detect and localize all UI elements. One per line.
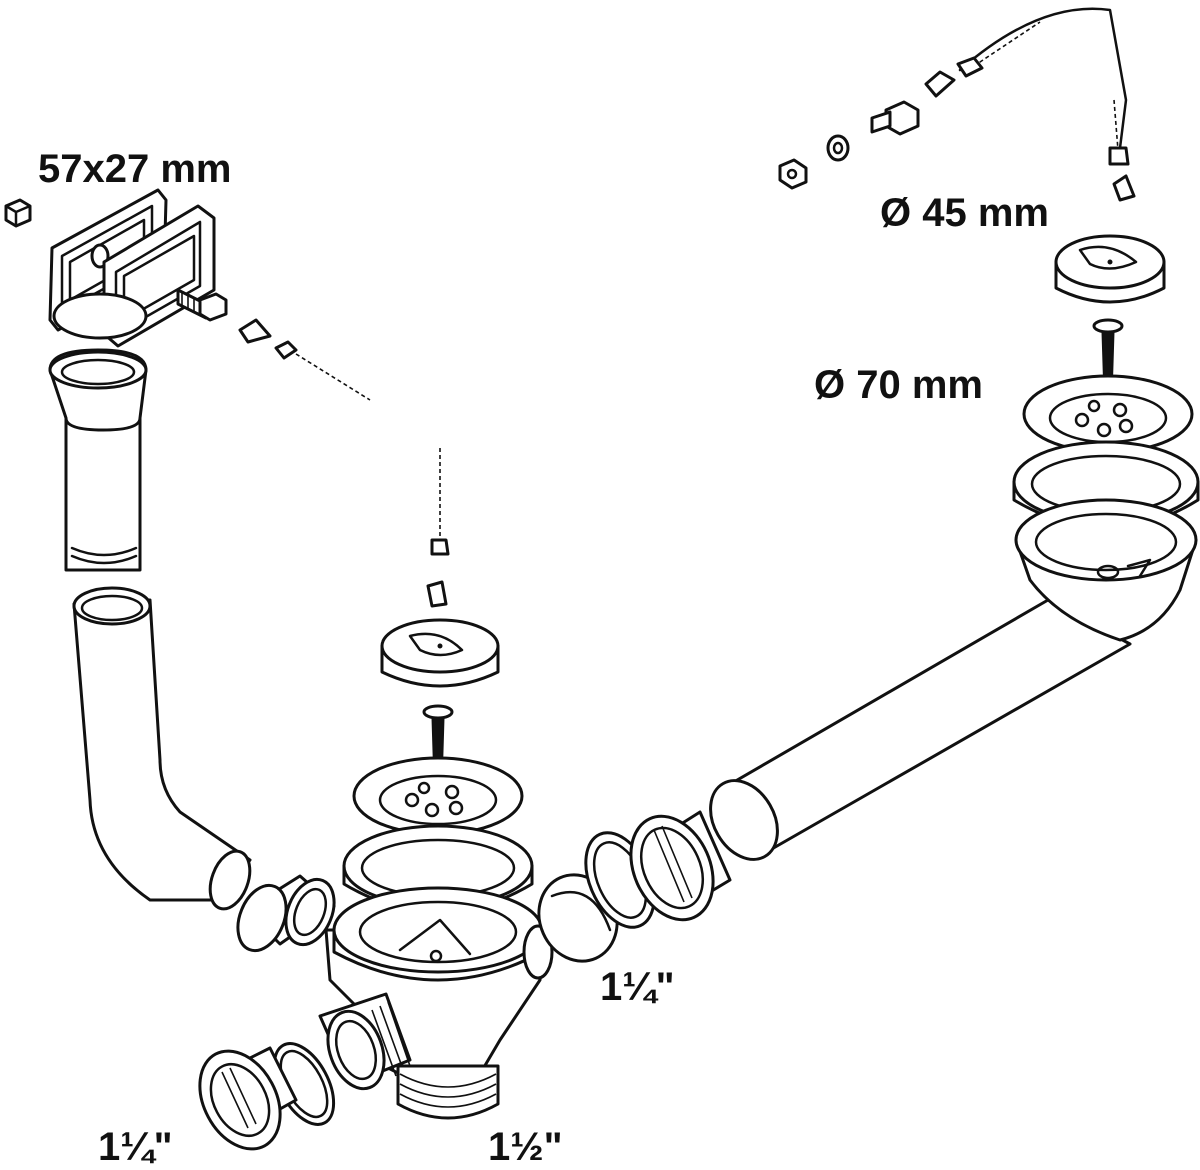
nut-icon	[198, 1046, 298, 1151]
main-outlet-label: 1½"	[488, 1125, 563, 1165]
nut-icon	[629, 810, 732, 922]
coupler-icon	[236, 874, 336, 953]
overflow-size-label: 57x27 mm	[38, 147, 231, 191]
overflow-cap-icon	[4, 198, 32, 228]
plug-icon	[380, 618, 500, 688]
strainer-diameter-label: Ø 70 mm	[814, 363, 983, 407]
clip-icon	[238, 318, 272, 344]
chain-icon	[430, 448, 450, 556]
strainer-icon	[352, 756, 524, 836]
overflow-frame-icon	[48, 188, 228, 348]
left-outlet-label: 1¼"	[98, 1125, 173, 1165]
basket-waste-icon	[1014, 498, 1198, 642]
plug-diameter-label: Ø 45 mm	[880, 191, 1049, 235]
chain-icon	[274, 340, 371, 401]
clip-icon	[924, 70, 1136, 202]
overflow-tube-icon	[48, 348, 148, 572]
chain-icon	[956, 7, 1130, 166]
clip-icon	[426, 580, 448, 608]
side-outlet-label: 1¼"	[600, 965, 675, 1009]
pipe-icon	[709, 598, 1132, 861]
nut-icon	[778, 158, 808, 190]
washer-icon	[826, 134, 850, 162]
trap-body-icon	[318, 886, 554, 1120]
plug-icon	[1054, 234, 1166, 304]
elbow-pipe-icon	[72, 586, 252, 911]
bolt-icon	[870, 100, 920, 136]
